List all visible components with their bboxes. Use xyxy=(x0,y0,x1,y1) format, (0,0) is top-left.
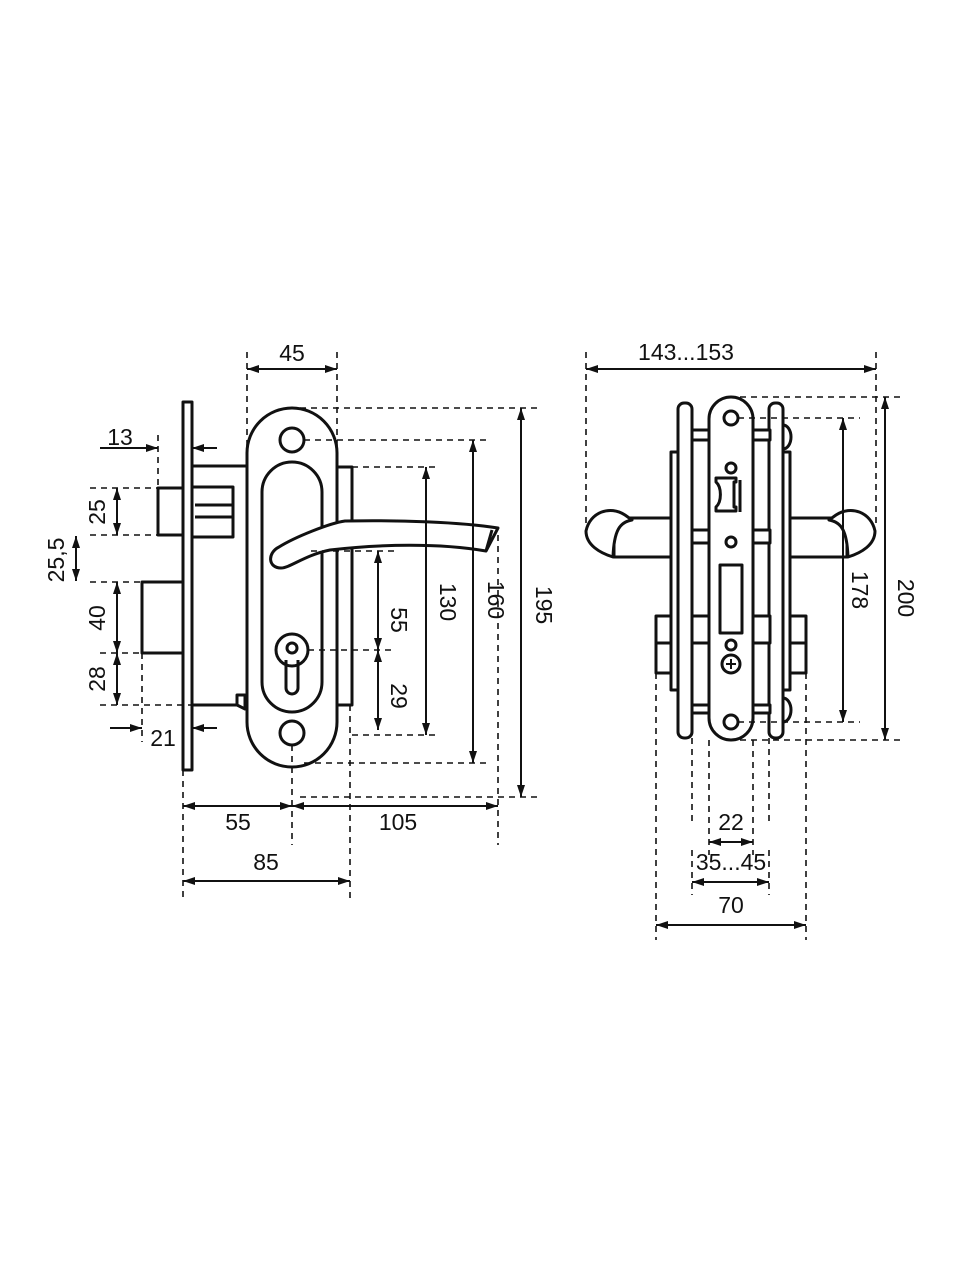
dim-85: 85 xyxy=(253,849,279,875)
dim-55-vertical: 55 xyxy=(386,607,412,633)
faceplate xyxy=(181,400,194,772)
bolt-opening xyxy=(718,563,744,635)
dim-28: 28 xyxy=(84,666,110,692)
lock-faceplate xyxy=(707,395,755,742)
right-dimensions: 143...153 200 178 22 35...45 70 xyxy=(585,339,919,940)
dim-143-153: 143...153 xyxy=(638,339,734,365)
dim-105: 105 xyxy=(379,809,417,835)
lock-front-view xyxy=(584,395,877,742)
dim-160: 160 xyxy=(483,581,509,619)
lock-side-view xyxy=(140,400,500,772)
dim-35-45: 35...45 xyxy=(696,849,766,875)
left-escutcheon xyxy=(676,401,694,740)
dim-21: 21 xyxy=(150,725,176,751)
right-escutcheon xyxy=(767,401,785,740)
screw-icon xyxy=(720,653,742,675)
dim-13: 13 xyxy=(107,424,133,450)
dim-25-5: 25,5 xyxy=(43,538,69,583)
lock-body xyxy=(190,464,249,707)
lever-handle xyxy=(269,519,500,570)
dim-29: 29 xyxy=(386,683,412,709)
body-notch xyxy=(235,693,247,711)
dim-195: 195 xyxy=(531,586,557,624)
latch-opening xyxy=(714,476,738,513)
escutcheon-inner-slot xyxy=(260,460,324,714)
dim-130: 130 xyxy=(435,583,461,621)
dim-200: 200 xyxy=(893,579,919,617)
back-plate xyxy=(335,465,354,707)
left-handle-tip xyxy=(584,509,634,559)
dead-bolt xyxy=(140,580,185,655)
dim-40: 40 xyxy=(84,605,110,631)
latch-bolt xyxy=(156,486,185,537)
dim-70: 70 xyxy=(718,892,744,918)
dim-55-bottom: 55 xyxy=(225,809,251,835)
dim-45: 45 xyxy=(279,340,305,366)
left-dimensions: 45 13 25 25,5 40 28 21 55 105 85 195 160… xyxy=(43,340,557,900)
dim-22: 22 xyxy=(718,809,744,835)
dim-25: 25 xyxy=(84,499,110,525)
dim-178: 178 xyxy=(847,571,873,609)
